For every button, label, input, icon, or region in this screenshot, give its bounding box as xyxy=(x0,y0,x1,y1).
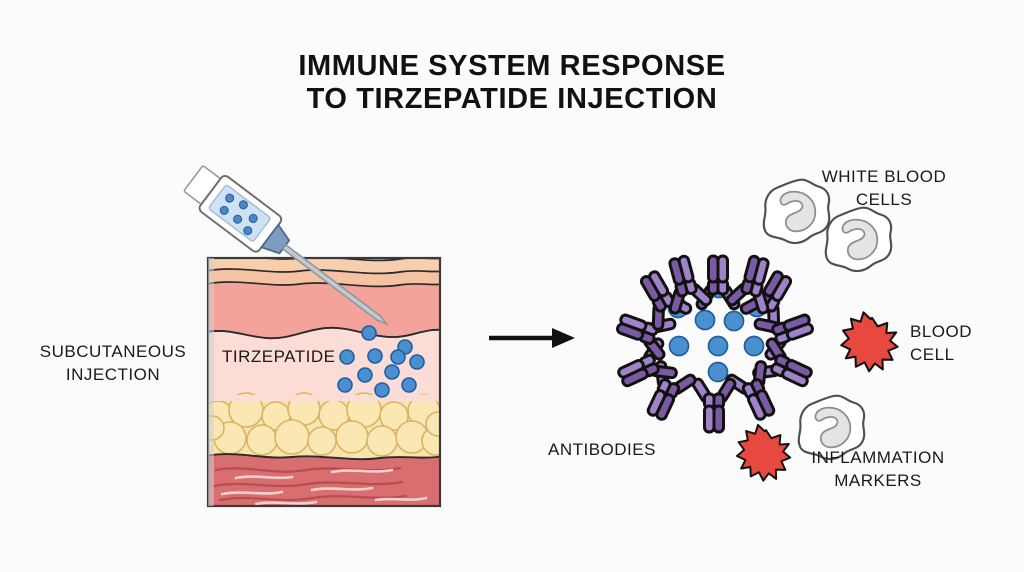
label-antibodies: ANTIBODIES xyxy=(548,440,656,459)
label-inflammation-markers-line2: MARKERS xyxy=(834,471,922,490)
label-blood-cell: BLOOD CELL xyxy=(910,320,1020,366)
label-white-blood-cells: WHITE BLOOD CELLS xyxy=(798,165,970,211)
fat-layer xyxy=(208,392,440,458)
label-subcutaneous-injection: SUBCUTANEOUS INJECTION xyxy=(18,340,208,386)
label-white-blood-cells-line1: WHITE BLOOD xyxy=(821,167,947,186)
syringe xyxy=(183,165,389,326)
antibody xyxy=(689,375,739,434)
label-subcutaneous-injection-line1: SUBCUTANEOUS xyxy=(39,342,187,361)
title-line-2: TO TIRZEPATIDE INJECTION xyxy=(306,83,718,115)
immune-response-cluster xyxy=(610,178,899,482)
inflammation-marker xyxy=(735,423,792,482)
process-arrow xyxy=(489,328,575,348)
syringe-hub xyxy=(260,223,291,255)
label-inflammation-markers-line1: INFLAMMATION xyxy=(811,448,945,467)
label-blood-cell-line2: CELL xyxy=(910,345,955,364)
title-line-1: IMMUNE SYSTEM RESPONSE xyxy=(298,50,726,82)
syringe-chamber xyxy=(208,184,271,242)
label-blood-cell-line1: BLOOD xyxy=(910,322,973,341)
label-tirzepatide: TIRZEPATIDE xyxy=(222,347,336,366)
page-title: IMMUNE SYSTEM RESPONSE TO TIRZEPATIDE IN… xyxy=(0,50,1024,116)
label-white-blood-cells-line2: CELLS xyxy=(855,190,913,209)
muscle-layer xyxy=(208,453,440,506)
white-blood-cell xyxy=(824,206,893,273)
inflammation-marker xyxy=(840,311,899,373)
syringe-chamber-dots xyxy=(219,193,258,236)
syringe-needle xyxy=(281,243,389,326)
label-subcutaneous-injection-line2: INJECTION xyxy=(65,365,161,384)
label-inflammation-markers: INFLAMMATION MARKERS xyxy=(788,446,968,492)
drug-particles-in-skin xyxy=(337,325,425,398)
